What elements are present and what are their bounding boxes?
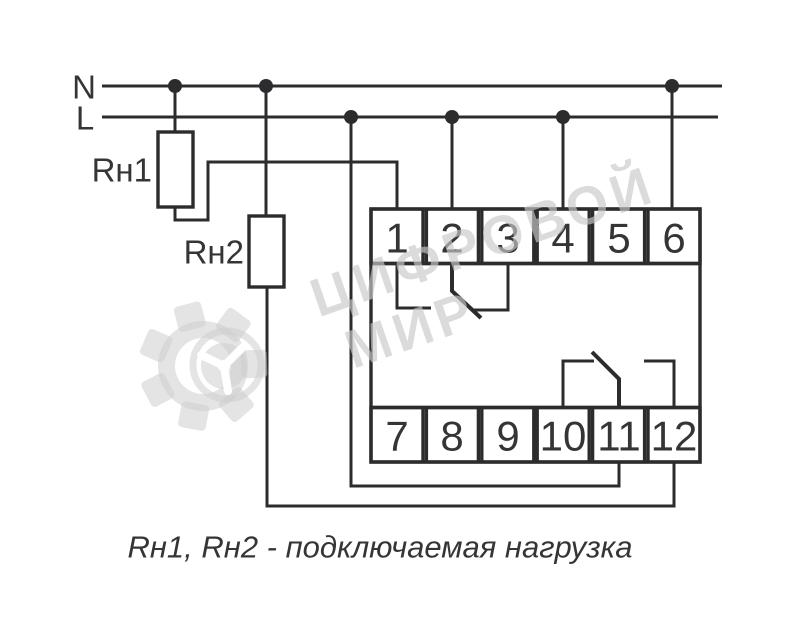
terminal-box-5 (590, 207, 647, 266)
terminal-label-12: 12 (651, 413, 698, 460)
rn1-resistor (156, 130, 195, 209)
terminal-label-8: 8 (440, 413, 463, 460)
junction-dot (344, 110, 358, 124)
terminal-label-7: 7 (385, 413, 408, 460)
caption: Rн1, Rн2 - подключаемая нагрузка (127, 530, 632, 565)
feed-wires (349, 86, 674, 488)
terminal-label-5: 5 (607, 215, 630, 262)
rn1-label: Rн1 (92, 152, 152, 189)
terminal-label-11: 11 (597, 413, 641, 460)
rn2-to-terminal12-wire (265, 287, 676, 508)
junction-dots (168, 79, 679, 124)
contact-blade-terminal11 (590, 350, 621, 408)
terminal-label-10: 10 (540, 413, 587, 460)
terminal-label-2: 2 (440, 215, 463, 262)
contact-10-11-12 (561, 350, 676, 408)
junction-dot (168, 79, 182, 93)
terminal-box-4 (535, 207, 591, 266)
terminal-label-6: 6 (662, 215, 685, 262)
contact-fixed-terminal12 (644, 359, 676, 408)
junction-dot (556, 110, 570, 124)
contact-blade-terminal2 (450, 263, 483, 320)
junction-dot (665, 79, 679, 93)
phase-label: L (76, 100, 94, 137)
terminal-label-4: 4 (551, 215, 574, 262)
terminal-box-6 (646, 207, 702, 266)
rn2-label: Rн2 (184, 234, 244, 271)
junction-dot (259, 79, 273, 93)
phase-to-terminal11-wire (349, 117, 621, 488)
junction-dot (445, 110, 459, 124)
terminal-box-8 (424, 405, 481, 464)
terminal-label-9: 9 (496, 413, 519, 460)
contact-fixed-terminal3 (474, 263, 510, 312)
power-lines: N L (72, 69, 722, 137)
terminal-label-3: 3 (496, 215, 519, 262)
terminal-label-1: 1 (385, 215, 408, 262)
neutral-label: N (72, 69, 96, 106)
rn1-to-terminal1-wire (173, 160, 399, 222)
contact-1-2-3 (395, 263, 510, 320)
contact-fixed-terminal10 (561, 359, 594, 408)
contact-fixed-terminal1 (395, 263, 431, 310)
top-terminal-row: 1 2 3 4 5 6 (369, 207, 702, 266)
load-rn1: Rн1 (92, 86, 399, 222)
rn2-resistor (247, 214, 286, 289)
terminal-box-7 (369, 405, 425, 464)
relay: 1 2 3 4 5 6 7 8 9 10 11 12 (369, 207, 702, 464)
terminal-box-9 (480, 405, 536, 464)
load-rn2: Rн2 (184, 86, 676, 508)
